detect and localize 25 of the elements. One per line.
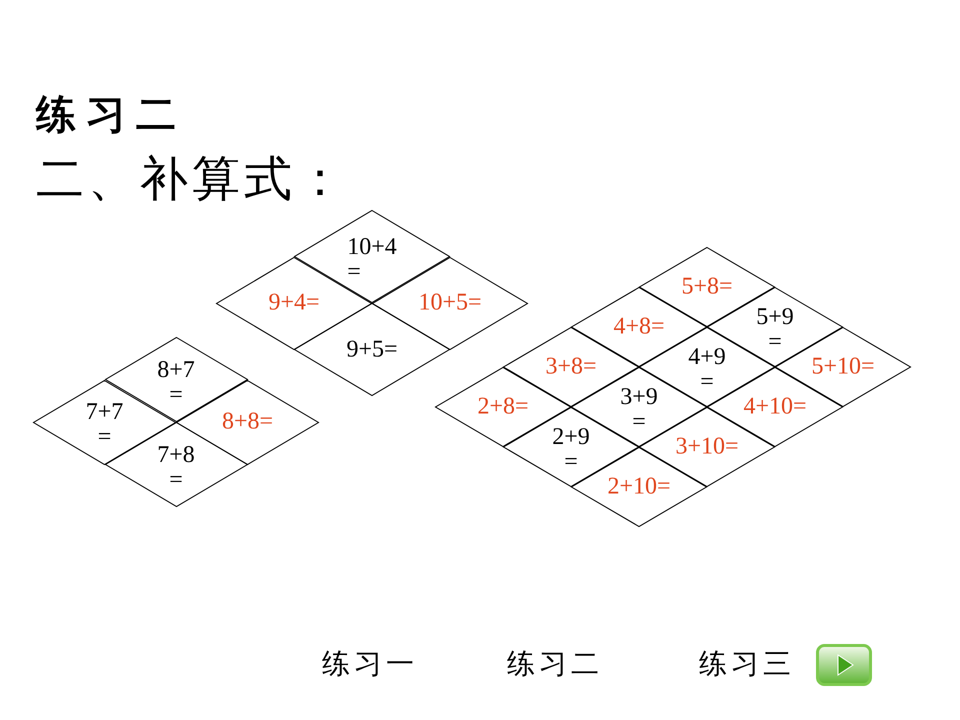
- title-text: 练习二: [36, 93, 186, 137]
- equation-text: 3+10=: [675, 434, 739, 460]
- equation-text: 10+5=: [418, 290, 482, 316]
- equation-text: 3+9 =: [620, 385, 658, 435]
- equation-text: 4+8=: [613, 314, 665, 340]
- equation-text: 4+10=: [743, 394, 807, 420]
- equation-text: 5+8=: [681, 274, 733, 300]
- equation-text: 2+10=: [607, 474, 671, 500]
- nav-link: 练习三: [699, 648, 795, 680]
- equation-text: 10+4 =: [347, 234, 397, 284]
- equation-text: 4+9 =: [688, 345, 726, 395]
- equation-text: 8+8=: [222, 410, 274, 434]
- nav-link: 练习一: [322, 648, 418, 680]
- equation-text: 5+10=: [811, 354, 875, 380]
- equation-text: 5+9 =: [756, 305, 794, 355]
- equation-text: 9+4=: [268, 290, 320, 316]
- subheading-text: 二、补算式：: [36, 152, 348, 207]
- equation-text: 7+7 =: [86, 400, 124, 450]
- equation-text: 7+8 =: [157, 442, 195, 492]
- nav-link: 练习二: [507, 648, 603, 680]
- equation-text: 2+8=: [477, 394, 529, 420]
- equation-text: 3+8=: [545, 354, 597, 380]
- equation-text: 2+9 =: [552, 425, 590, 475]
- equation-text: 9+5=: [346, 337, 398, 362]
- equation-text: 8+7 =: [157, 358, 195, 408]
